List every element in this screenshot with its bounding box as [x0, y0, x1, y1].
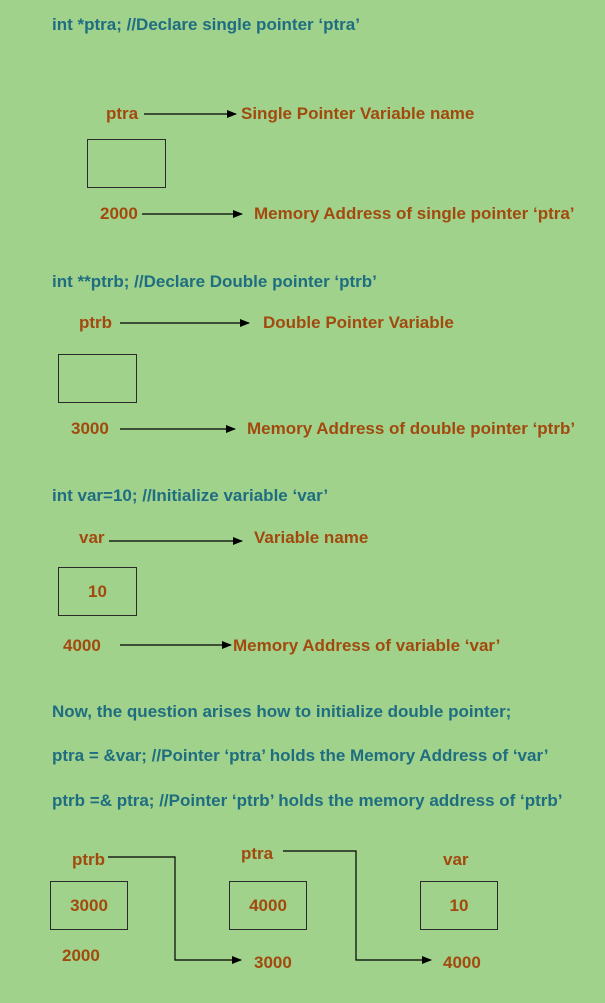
final-var-box: 10 — [420, 881, 498, 930]
ptrb-memory-box — [58, 354, 137, 403]
ptrb-address: 3000 — [71, 419, 109, 438]
var-label: var — [79, 528, 105, 547]
final-ptra-address: 3000 — [254, 953, 292, 972]
arrow-ptra-chain — [283, 850, 432, 964]
code-declare-ptra: int *ptra; //Declare single pointer ‘ptr… — [52, 15, 360, 34]
final-ptrb-address: 2000 — [62, 946, 100, 965]
code-assign-ptrb: ptrb =& ptra; //Pointer ‘ptrb’ holds the… — [52, 791, 563, 810]
ptrb-address-description: Memory Address of double pointer ‘ptrb’ — [247, 419, 576, 438]
final-ptra-box: 4000 — [229, 881, 307, 930]
ptra-address: 2000 — [100, 204, 138, 223]
ptra-memory-box — [87, 139, 166, 188]
code-initialize-var: int var=10; //Initialize variable ‘var’ — [52, 486, 329, 505]
code-assign-ptra: ptra = &var; //Pointer ‘ptra’ holds the … — [52, 746, 549, 765]
var-description: Variable name — [254, 528, 369, 547]
ptra-address-description: Memory Address of single pointer ‘ptra’ — [254, 204, 575, 223]
arrow-ptrb-chain — [108, 856, 242, 964]
ptra-label: ptra — [106, 104, 139, 123]
final-var-label: var — [443, 850, 469, 869]
final-var-address: 4000 — [443, 953, 481, 972]
ptrb-label: ptrb — [79, 313, 113, 332]
code-declare-ptrb: int **ptrb; //Declare Double pointer ‘pt… — [52, 272, 377, 291]
var-memory-box: 10 — [58, 567, 137, 616]
var-address: 4000 — [63, 636, 101, 655]
ptrb-description: Double Pointer Variable — [263, 313, 454, 332]
question-text: Now, the question arises how to initiali… — [52, 702, 512, 721]
ptra-description: Single Pointer Variable name — [241, 104, 475, 123]
var-address-description: Memory Address of variable ‘var’ — [233, 636, 501, 655]
final-ptra-label: ptra — [241, 844, 274, 863]
final-ptrb-box: 3000 — [50, 881, 128, 930]
final-ptrb-label: ptrb — [72, 850, 106, 869]
